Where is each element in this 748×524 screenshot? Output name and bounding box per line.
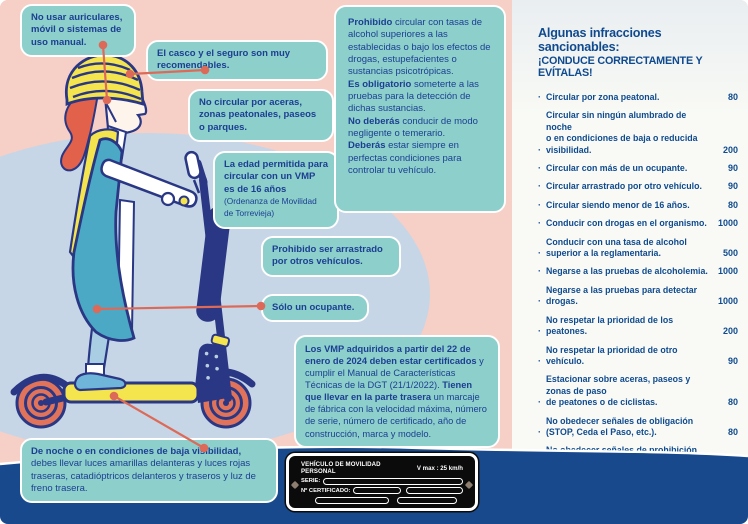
fine-row: · Negarse a las pruebas para detectar dro… bbox=[538, 285, 738, 308]
fine-amount: 500 bbox=[722, 248, 738, 259]
bullet-icon: · bbox=[538, 163, 541, 174]
plate-cert-field-2 bbox=[406, 487, 463, 494]
fine-amount: 200 bbox=[722, 144, 738, 155]
bullet-icon: · bbox=[538, 144, 541, 155]
sanctions-subtitle: ¡CONDUCE CORRECTAMENTE Y EVÍTALAS! bbox=[538, 55, 703, 79]
sanctions-title: Algunas infracciones sancionables: bbox=[538, 26, 662, 54]
fine-text: No obedecer señales de obligación (STOP,… bbox=[546, 415, 694, 437]
fine-amount: 80 bbox=[727, 199, 738, 210]
fine-row: · Circular siendo menor de 16 años. 80 bbox=[538, 200, 738, 211]
plate-cert-field bbox=[353, 487, 402, 494]
ponytail bbox=[60, 88, 100, 172]
fine-amount: 80 bbox=[727, 92, 738, 102]
jacket bbox=[71, 137, 136, 342]
fine-row: · Circular arrastrado por otro vehículo. 9… bbox=[538, 181, 738, 192]
callout-alcohol-drugs: Prohibido circular con tasas de alcohol … bbox=[334, 5, 506, 213]
fine-row: · No obedecer señales de obligación (STOP… bbox=[538, 416, 738, 439]
hand bbox=[160, 191, 176, 207]
callout-text: La edad permitida para circular con un V… bbox=[224, 159, 329, 219]
mirror-icon bbox=[184, 150, 202, 180]
bell-icon bbox=[178, 195, 190, 207]
callout-no-sidewalks: No circular por aceras, zonas peatonales… bbox=[188, 89, 334, 143]
fine-text: No respetar la prioridad de otro vehícul… bbox=[546, 344, 678, 366]
fine-text: Circular arrastrado por otro vehículo. bbox=[546, 181, 702, 192]
plate-extra-field bbox=[315, 496, 389, 504]
plate-cert-label: Nº CERTIFICADO: bbox=[301, 487, 351, 494]
fine-text: Circular por zona peatonal. bbox=[546, 92, 660, 102]
bullet-icon: · bbox=[538, 92, 541, 102]
fine-amount: 1000 bbox=[717, 266, 738, 277]
callout-text: Los VMP adquiridos a partir del 22 de en… bbox=[305, 344, 487, 439]
bullet-icon: · bbox=[538, 199, 541, 210]
bullet-icon: · bbox=[538, 326, 541, 337]
callout-helmet-insurance: El casco y el seguro son muy recomendabl… bbox=[146, 40, 328, 81]
fine-row: · Negarse a las pruebas de alcoholemia. 10… bbox=[538, 266, 738, 277]
callout-text: Sólo un ocupante. bbox=[272, 302, 355, 313]
fine-text: Negarse a las pruebas para detectar drog… bbox=[546, 284, 698, 307]
callout-vmp-certification: Los VMP adquiridos a partir del 22 de en… bbox=[294, 335, 500, 448]
fine-amount: 90 bbox=[727, 181, 738, 192]
bullet-icon: · bbox=[538, 355, 541, 366]
fine-row: · Estacionar sobre aceras, paseos y zonas… bbox=[538, 374, 738, 408]
plate-title: VEHÍCULO DE MOVILIDAD PERSONAL bbox=[301, 461, 381, 475]
fine-text: Estacionar sobre aceras, paseos y zonas … bbox=[546, 374, 691, 408]
fine-row: · Conducir con una tasa de alcohol superi… bbox=[538, 237, 738, 260]
callout-text: Prohibido circular con tasas de alcohol … bbox=[348, 17, 491, 177]
plate-extra-field-2 bbox=[397, 496, 457, 504]
fine-text: Circular con más de un ocupante. bbox=[546, 163, 688, 174]
bullet-icon: · bbox=[538, 426, 541, 437]
fine-row: · No respetar la prioridad de otro vehícu… bbox=[538, 345, 738, 368]
fine-amount: 90 bbox=[727, 163, 738, 174]
screw-icon bbox=[464, 480, 474, 490]
fine-amount: 80 bbox=[727, 397, 738, 408]
plate-vmax: V max : 25 km/h bbox=[416, 464, 463, 472]
fine-text: Conducir con una tasa de alcohol superio… bbox=[546, 236, 687, 259]
fine-text: Circular sin ningún alumbrado de noche o… bbox=[546, 110, 698, 155]
scooter-rider-illustration bbox=[10, 53, 256, 429]
fine-amount: 200 bbox=[722, 326, 738, 337]
callout-text: Prohibido ser arrastrado por otros vehíc… bbox=[272, 244, 383, 268]
callout-text: De noche o en condiciones de baja visibi… bbox=[31, 446, 256, 495]
fine-row: · Circular sin ningún alumbrado de noche … bbox=[538, 110, 738, 156]
fine-text: Negarse a las pruebas de alcoholemia. bbox=[546, 266, 708, 277]
bullet-icon: · bbox=[538, 248, 541, 259]
fine-row: · Circular con más de un ocupante. 90 bbox=[538, 163, 738, 174]
rider bbox=[60, 53, 198, 392]
bullet-icon: · bbox=[538, 266, 541, 277]
fine-amount: 1000 bbox=[717, 218, 738, 229]
screw-icon bbox=[290, 480, 300, 490]
fine-row: · No respetar la prioridad de los peatone… bbox=[538, 315, 738, 338]
fine-row: · Circular por zona peatonal. 80 bbox=[538, 92, 738, 103]
callout-text: No circular por aceras, zonas peatonales… bbox=[199, 97, 317, 133]
plate-serie-field bbox=[323, 477, 463, 485]
bullet-icon: · bbox=[538, 397, 541, 408]
bullet-icon: · bbox=[538, 218, 541, 229]
callout-no-towing: Prohibido ser arrastrado por otros vehíc… bbox=[261, 236, 401, 277]
fine-text: No respetar la prioridad de los peatones… bbox=[546, 314, 674, 337]
callout-minimum-age: La edad permitida para circular con un V… bbox=[213, 151, 339, 229]
fine-amount: 1000 bbox=[717, 296, 738, 307]
fine-text: Circular siendo menor de 16 años. bbox=[546, 199, 690, 210]
vmp-identification-plate: VEHÍCULO DE MOVILIDAD PERSONAL V max : 2… bbox=[286, 453, 478, 511]
shoe bbox=[73, 372, 127, 392]
fine-amount: 80 bbox=[727, 426, 738, 437]
callout-night-lights: De noche o en condiciones de baja visibi… bbox=[20, 438, 278, 504]
callout-no-headphones: No usar auriculares, móvil o sistemas de… bbox=[20, 4, 136, 58]
callout-text: El casco y el seguro son muy recomendabl… bbox=[157, 48, 291, 72]
callout-text: No usar auriculares, móvil o sistemas de… bbox=[31, 12, 123, 48]
fine-amount: 90 bbox=[727, 355, 738, 366]
plate-serie-label: SERIE: bbox=[301, 478, 321, 484]
fine-row: · Conducir con drogas en el organismo. 100… bbox=[538, 218, 738, 229]
bullet-icon: · bbox=[538, 181, 541, 192]
callout-single-occupant: Sólo un ocupante. bbox=[261, 294, 369, 323]
fine-text: Conducir con drogas en el organismo. bbox=[546, 218, 707, 229]
bullet-icon: · bbox=[538, 296, 541, 307]
